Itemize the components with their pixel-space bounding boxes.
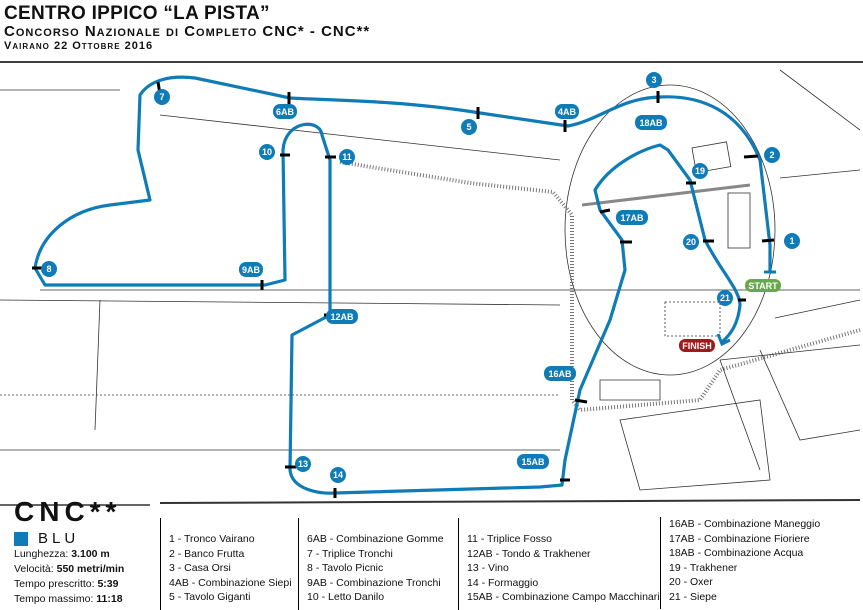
jump-label: 18AB	[639, 118, 663, 128]
legend-item: 7 - Triplice Tronchi	[307, 547, 393, 560]
legend-item: 16AB - Combinazione Maneggio	[669, 518, 821, 530]
jump-label: 19	[695, 166, 705, 176]
legend-item: 10 - Letto Danilo	[307, 591, 385, 604]
legend-item: 2 - Banco Frutta	[169, 547, 245, 560]
jump-label: 9AB	[242, 265, 261, 275]
speed-value: 550 metri/min	[56, 563, 125, 575]
jump-label: 11	[342, 152, 352, 162]
color-swatch	[14, 531, 28, 546]
jump-label: 21	[720, 293, 730, 303]
length-value: 3.100 m	[71, 548, 110, 560]
max-time-label: Tempo massimo:	[14, 593, 97, 605]
jump-label: 15AB	[521, 457, 545, 467]
jump-label: 14	[333, 470, 343, 480]
legend-item: 6AB - Combinazione Gomme	[307, 533, 444, 545]
jump-label: 8	[46, 264, 51, 274]
length-label: Lunghezza:	[14, 548, 72, 560]
event-date: Vairano 22 Ottobre 2016	[4, 40, 154, 52]
jump-label: 4AB	[558, 107, 577, 117]
jump-label: 1	[789, 236, 794, 246]
time-label: Tempo prescritto:	[14, 578, 98, 590]
legend-item: 18AB - Combinazione Acqua	[669, 547, 804, 560]
jump-label: 20	[686, 237, 696, 247]
speed-label: Velocità:	[14, 563, 57, 575]
page-subtitle: Concorso Nazionale di Completo CNC* - CN…	[4, 23, 371, 40]
course-color: BLU	[38, 530, 80, 547]
legend-item: 14 - Formaggio	[467, 576, 539, 589]
terrain	[0, 20, 863, 506]
course-info: CNC** BLU Lunghezza: 3.100 m Velocità: 5…	[14, 496, 124, 607]
legend-column: 16AB - Combinazione Maneggio 17AB - Comb…	[660, 517, 820, 609]
finish-marker: FINISH	[682, 341, 712, 351]
jump-label: 2	[769, 150, 774, 160]
legend-item: 1 - Tronco Vairano	[169, 533, 255, 545]
jump-labels: 1 2 3 4AB 5 6AB 7 8 9AB 10 11 12AB 13 14…	[41, 72, 800, 483]
jump-label: 13	[298, 459, 308, 469]
jump-label: 6AB	[276, 107, 295, 117]
legend-item: 4AB - Combinazione Siepi	[169, 576, 292, 589]
legend-item: 8 - Tavolo Picnic	[307, 562, 384, 575]
start-marker: START	[748, 281, 778, 291]
header: CENTRO IPPICO “LA PISTA” Concorso Nazion…	[4, 4, 370, 52]
legend-item: 11 - Triplice Fosso	[467, 533, 552, 545]
jump-label: 5	[466, 122, 471, 132]
legend-item: 9AB - Combinazione Tronchi	[307, 576, 441, 589]
jump-label: 3	[651, 75, 656, 85]
max-time-value: 11:18	[96, 593, 123, 605]
course-route	[33, 75, 772, 495]
course-class: CNC**	[14, 496, 122, 527]
jump-label: 17AB	[620, 213, 644, 223]
legend-column: 11 - Triplice Fosso 12AB - Tondo & Trakh…	[458, 518, 660, 610]
legend-column: 1 - Tronco Vairano 2 - Banco Frutta 3 - …	[160, 518, 292, 610]
legend-item: 19 - Trakhener	[669, 561, 738, 574]
legend-item: 21 - Siepe	[669, 590, 717, 603]
jump-label: 12AB	[330, 312, 354, 322]
page-title: CENTRO IPPICO “LA PISTA”	[4, 3, 270, 24]
jump-label: 16AB	[548, 369, 572, 379]
legend-item: 15AB - Combinazione Campo Macchinari	[467, 591, 660, 604]
jump-label: 7	[159, 92, 164, 102]
legend-column: 6AB - Combinazione Gomme 7 - Triplice Tr…	[298, 518, 444, 610]
legend-item: 13 - Vino	[467, 562, 509, 575]
legend-item: 5 - Tavolo Giganti	[169, 591, 251, 604]
legend-item: 3 - Casa Orsi	[169, 562, 231, 575]
legend-item: 17AB - Combinazione Fioriere	[669, 532, 810, 545]
legend-item: 20 - Oxer	[669, 576, 713, 589]
legend-item: 12AB - Tondo & Trakhener	[467, 547, 591, 560]
jump-label: 10	[262, 147, 272, 157]
time-value: 5:39	[97, 578, 119, 590]
